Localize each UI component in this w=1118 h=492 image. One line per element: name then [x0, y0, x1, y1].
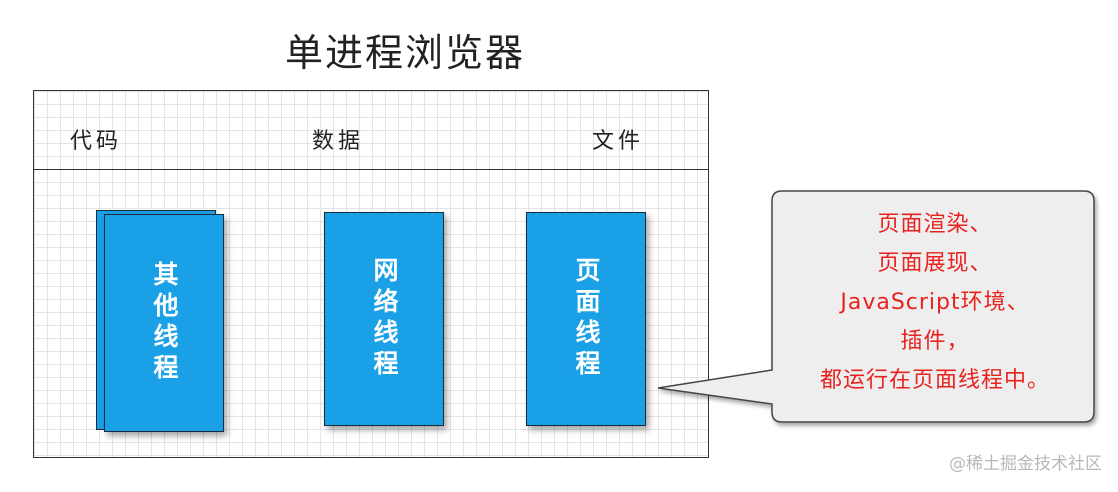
- callout-line: 页面展现、: [877, 251, 993, 276]
- thread-network-label: 网络线程: [370, 257, 399, 381]
- callout-line: 都运行在页面线程中。: [819, 368, 1050, 393]
- thread-page: 页面线程: [526, 212, 646, 426]
- callout-text: 页面渲染、 页面展现、 JavaScript环境、 插件， 都运行在页面线程中。: [770, 205, 1100, 400]
- thread-page-label: 页面线程: [572, 257, 601, 381]
- resource-file-label: 文件: [592, 129, 645, 154]
- resource-divider: [34, 169, 708, 170]
- callout-line: JavaScript环境、: [840, 290, 1030, 315]
- diagram-title: 单进程浏览器: [284, 31, 525, 75]
- thread-other-label: 其他线程: [150, 261, 179, 385]
- callout-line: 插件，: [900, 329, 970, 354]
- resource-code-label: 代码: [70, 129, 123, 154]
- thread-other: 其他线程: [104, 214, 224, 432]
- watermark: @稀土掘金技术社区: [949, 454, 1102, 474]
- thread-network: 网络线程: [324, 212, 444, 426]
- callout-line: 页面渲染、: [877, 212, 993, 237]
- resource-data-label: 数据: [312, 129, 365, 154]
